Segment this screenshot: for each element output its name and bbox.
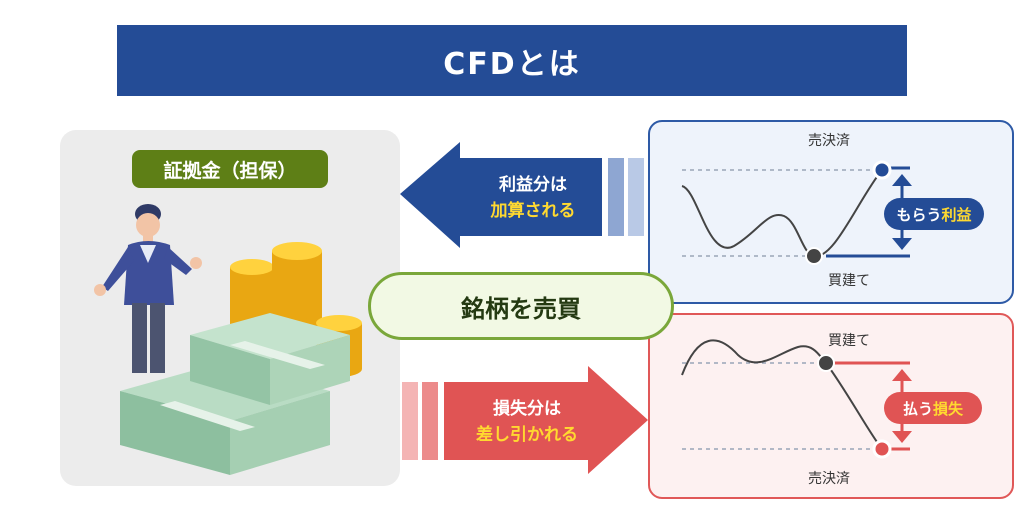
loss-price-chart xyxy=(681,339,912,459)
person-icon xyxy=(94,204,202,373)
loss-arrow-label: 損失分は 差し引かれる xyxy=(462,396,592,448)
sell-point-marker xyxy=(872,160,892,180)
profit-arrow-line2: 加算される xyxy=(490,201,576,221)
loss-tag-prefix: 払う xyxy=(902,399,933,418)
loss-arrow-line2: 差し引かれる xyxy=(476,425,578,445)
profit-price-chart xyxy=(681,160,912,265)
loss-tag-emphasis: 損失 xyxy=(933,399,964,418)
profit-buy-label: 買建て xyxy=(828,273,870,289)
page-title: CFDとは xyxy=(117,25,907,96)
profit-arrow-label: 利益分は 加算される xyxy=(468,172,598,224)
loss-arrow xyxy=(402,366,648,474)
loss-sell-point-marker xyxy=(872,439,892,459)
trade-instrument-pill: 銘柄を売買 xyxy=(368,272,674,340)
person-money-illustration xyxy=(94,204,362,475)
loss-buy-point-marker xyxy=(817,354,835,372)
loss-buy-label: 買建て xyxy=(828,333,870,349)
profit-sell-label: 売決済 xyxy=(808,133,850,149)
loss-arrow-line1: 損失分は xyxy=(493,399,561,419)
profit-arrow xyxy=(400,142,644,248)
buy-point-marker xyxy=(805,247,823,265)
profit-tag: もらう利益 xyxy=(884,198,984,230)
loss-tag: 払う損失 xyxy=(884,392,982,424)
profit-arrow-line1: 利益分は xyxy=(499,175,567,195)
cash-stack-icon xyxy=(120,313,350,475)
loss-sell-label: 売決済 xyxy=(808,471,850,487)
profit-tag-prefix: もらう xyxy=(896,205,942,224)
margin-label: 証拠金（担保） xyxy=(132,150,328,188)
profit-tag-emphasis: 利益 xyxy=(941,205,972,224)
